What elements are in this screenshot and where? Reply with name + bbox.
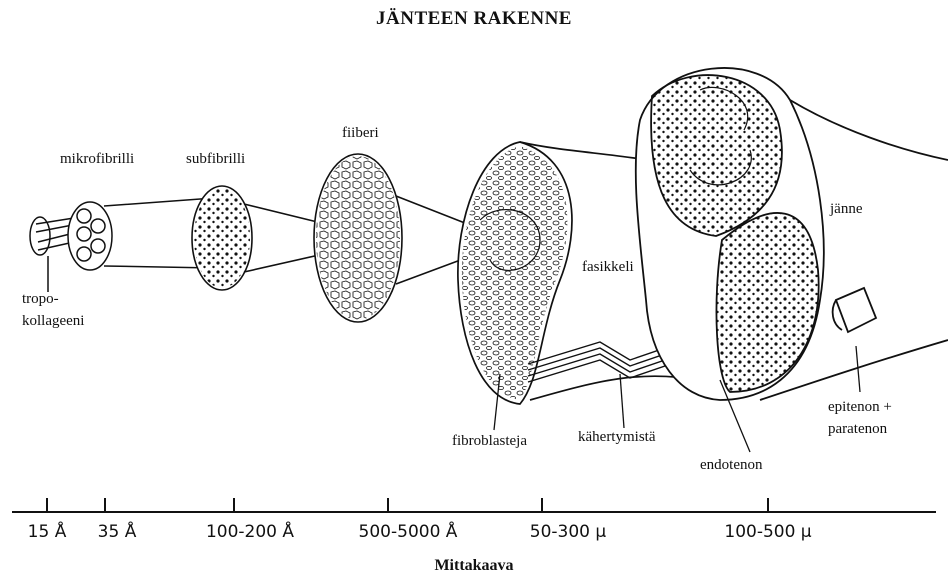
label-epitenon-line2: paratenon <box>828 420 887 438</box>
label-tropo-line2: kollageeni <box>22 312 84 330</box>
scale-axis <box>12 498 936 512</box>
label-kahertymista: kähertymistä <box>578 428 655 446</box>
scale-title: Mittakaava <box>0 557 948 575</box>
label-fiiberi: fiiberi <box>342 124 379 142</box>
label-tropo-line1: tropo- <box>22 290 59 308</box>
scale-tick-label: 15 Å <box>28 522 67 542</box>
label-fasikkeli: fasikkeli <box>582 258 634 276</box>
scale-tick-label: 50-300 µ <box>530 522 606 542</box>
scale-tick-label: 100-200 Å <box>206 522 294 542</box>
scale-tick-label: 100-500 µ <box>724 522 811 542</box>
label-subfibrilli: subfibrilli <box>186 150 245 168</box>
label-endotenon: endotenon <box>700 456 762 474</box>
label-epitenon-line1: epitenon + <box>828 398 892 416</box>
label-fibroblasteja: fibroblasteja <box>452 432 527 450</box>
label-mikrofibrilli: mikrofibrilli <box>60 150 134 168</box>
tendon-shape <box>636 68 948 400</box>
label-janne: jänne <box>830 200 862 218</box>
scale-tick-label: 35 Å <box>98 522 137 542</box>
scale-tick-label: 500-5000 Å <box>359 522 458 542</box>
